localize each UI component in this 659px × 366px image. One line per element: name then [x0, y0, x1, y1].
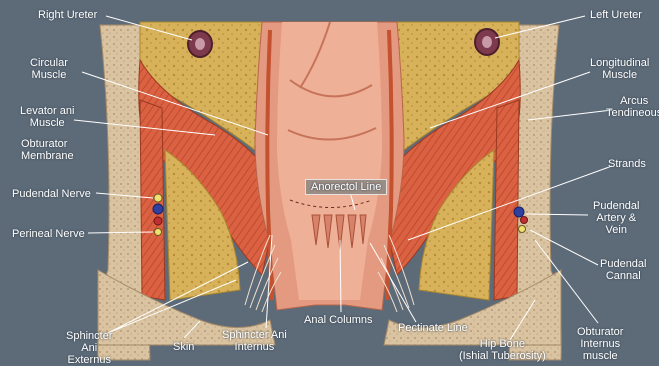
obturator-internus-right [494, 100, 519, 300]
left-ureter [475, 29, 499, 55]
right-ureter [188, 31, 212, 57]
